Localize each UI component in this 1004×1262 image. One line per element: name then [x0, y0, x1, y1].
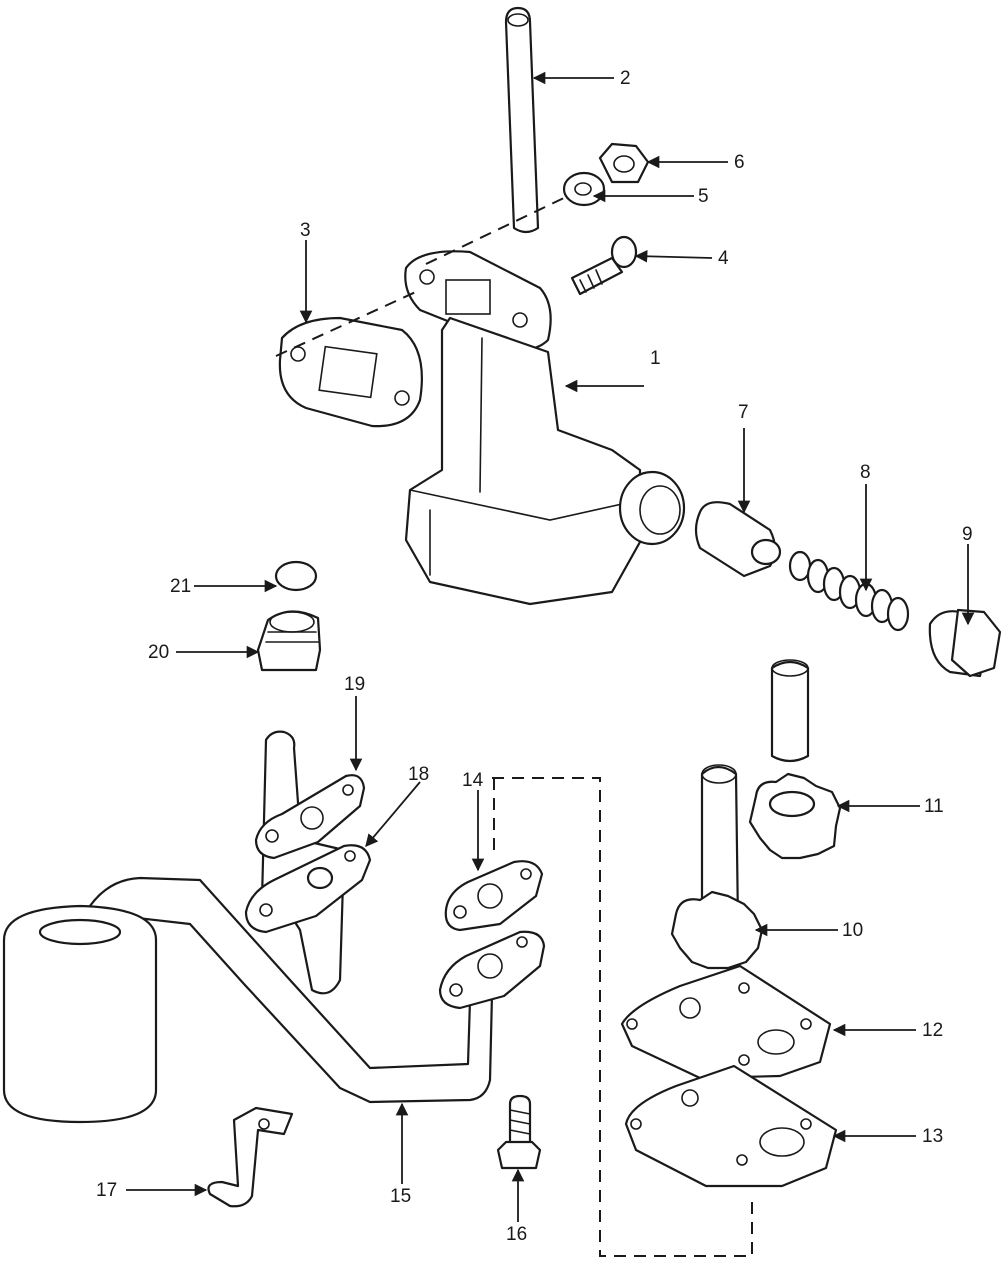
- callout-3: 3: [300, 220, 311, 241]
- callout-10: 10: [842, 920, 863, 941]
- callout-7: 7: [738, 402, 749, 423]
- callout-16: 16: [506, 1224, 527, 1245]
- callout-labels: 1 2 3 4 5 6 7 8 9 10 11 12 13 14 15 16 1…: [96, 68, 973, 1245]
- callout-13: 13: [922, 1126, 943, 1147]
- callout-21: 21: [170, 576, 191, 597]
- part-17-bracket: [207, 1106, 294, 1208]
- leader-lines: [126, 71, 975, 1222]
- part-1-pump-body: [404, 250, 686, 606]
- part-14-flange: [444, 860, 544, 932]
- filter-canister: [2, 904, 158, 1124]
- part-20-fitting: [256, 610, 322, 672]
- part-11-gear: [748, 772, 842, 860]
- callout-19: 19: [344, 674, 365, 695]
- alignment-lines: [275, 195, 753, 1257]
- part-18-flange: [244, 844, 372, 934]
- part-8-spring: [788, 550, 910, 632]
- pipe-end-flange: [438, 930, 546, 1010]
- callout-2: 2: [620, 68, 631, 89]
- part-16-bolt: [496, 1094, 542, 1170]
- part-10-shaft-gear: [670, 764, 764, 970]
- callout-17: 17: [96, 1180, 117, 1201]
- callout-8: 8: [860, 462, 871, 483]
- callout-6: 6: [734, 152, 745, 173]
- part-21-cap: [274, 560, 318, 592]
- part-7-plunger: [694, 501, 782, 578]
- callout-18: 18: [408, 764, 429, 785]
- part-pickup-tube: [260, 730, 346, 995]
- callout-5: 5: [698, 186, 709, 207]
- callout-11: 11: [924, 796, 944, 817]
- callout-14: 14: [462, 770, 484, 791]
- part-5-washer: [562, 171, 606, 207]
- callout-12: 12: [922, 1020, 943, 1041]
- part-13-plate: [624, 1064, 838, 1188]
- part-9-plug: [928, 608, 1002, 678]
- callout-4: 4: [718, 248, 729, 269]
- callout-20: 20: [148, 642, 169, 663]
- part-11-sleeve: [770, 659, 810, 763]
- part-2-tube: [504, 6, 540, 234]
- callout-15: 15: [390, 1186, 411, 1207]
- part-6-hex-nut: [598, 142, 650, 184]
- part-3-gasket: [278, 316, 423, 428]
- part-12-plate: [620, 964, 832, 1080]
- part-19-flange: [254, 774, 366, 860]
- callout-1: 1: [650, 348, 661, 369]
- part-4-bolt: [570, 235, 638, 296]
- callout-9: 9: [962, 524, 973, 545]
